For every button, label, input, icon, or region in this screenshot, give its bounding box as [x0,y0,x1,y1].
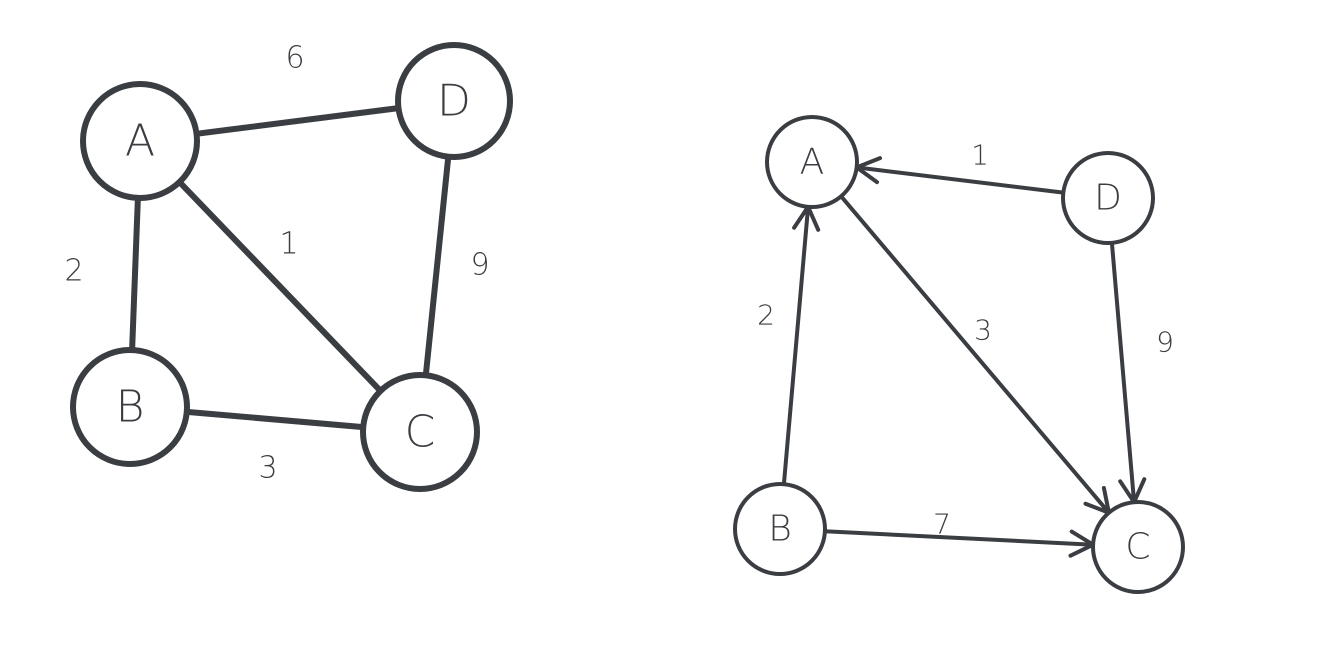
edge-a-b [129,195,141,353]
node-b: B [70,347,190,467]
undirected-weighted-graph: A D B C 6 2 1 9 3 [64,41,513,492]
edge-weight-bc: 7 [933,508,951,541]
node-circle [765,115,859,209]
edge-a-d [193,105,402,137]
node-label: C [405,407,436,458]
undirected-nodes: A D B C [70,42,513,492]
node-circle [70,347,190,467]
edge-a-c [839,194,1111,515]
node-d: D [395,42,513,160]
node-label: D [1094,178,1122,219]
node-circle [733,482,827,576]
undirected-edges [129,105,452,431]
node-circle [1091,500,1185,594]
node-circle [360,372,480,492]
node-label: D [437,76,471,127]
node-label: A [800,142,825,183]
edge-weight-da: 1 [971,139,989,172]
edge-d-a [854,165,1066,195]
edge-weight-ac: 3 [974,314,992,347]
directed-nodes: A D B C [733,115,1185,594]
edge-b-a [781,204,811,487]
edge-d-c [1109,240,1137,505]
node-circle [1061,151,1155,245]
edge-weight-ab: 2 [64,254,83,289]
edge-weight-dc: 9 [1156,326,1174,359]
edge-weight-dc: 9 [470,248,489,283]
node-label: B [768,509,792,550]
node-label: B [116,382,145,433]
node-circle [395,42,513,160]
edge-b-c [183,408,367,431]
node-c: C [360,372,480,492]
node-circle [80,81,200,201]
node-label: C [1125,527,1150,568]
node-c: C [1091,500,1185,594]
edge-weight-ad: 6 [285,41,304,76]
edge-b-c [822,529,1096,547]
edge-a-c [176,179,384,394]
edge-d-c [422,153,452,379]
edge-weight-bc: 3 [258,451,277,486]
edge-weight-ac: 1 [279,227,298,262]
node-d: D [1061,151,1155,245]
directed-weighted-graph: A D B C 1 2 3 9 7 [733,115,1185,594]
edge-weight-ba: 2 [757,299,775,332]
node-a: A [80,81,200,201]
directed-edge-weights: 1 2 3 9 7 [757,139,1174,541]
undirected-edge-weights: 6 2 1 9 3 [64,41,489,486]
node-b: B [733,482,827,576]
node-a: A [765,115,859,209]
node-label: A [125,116,155,167]
